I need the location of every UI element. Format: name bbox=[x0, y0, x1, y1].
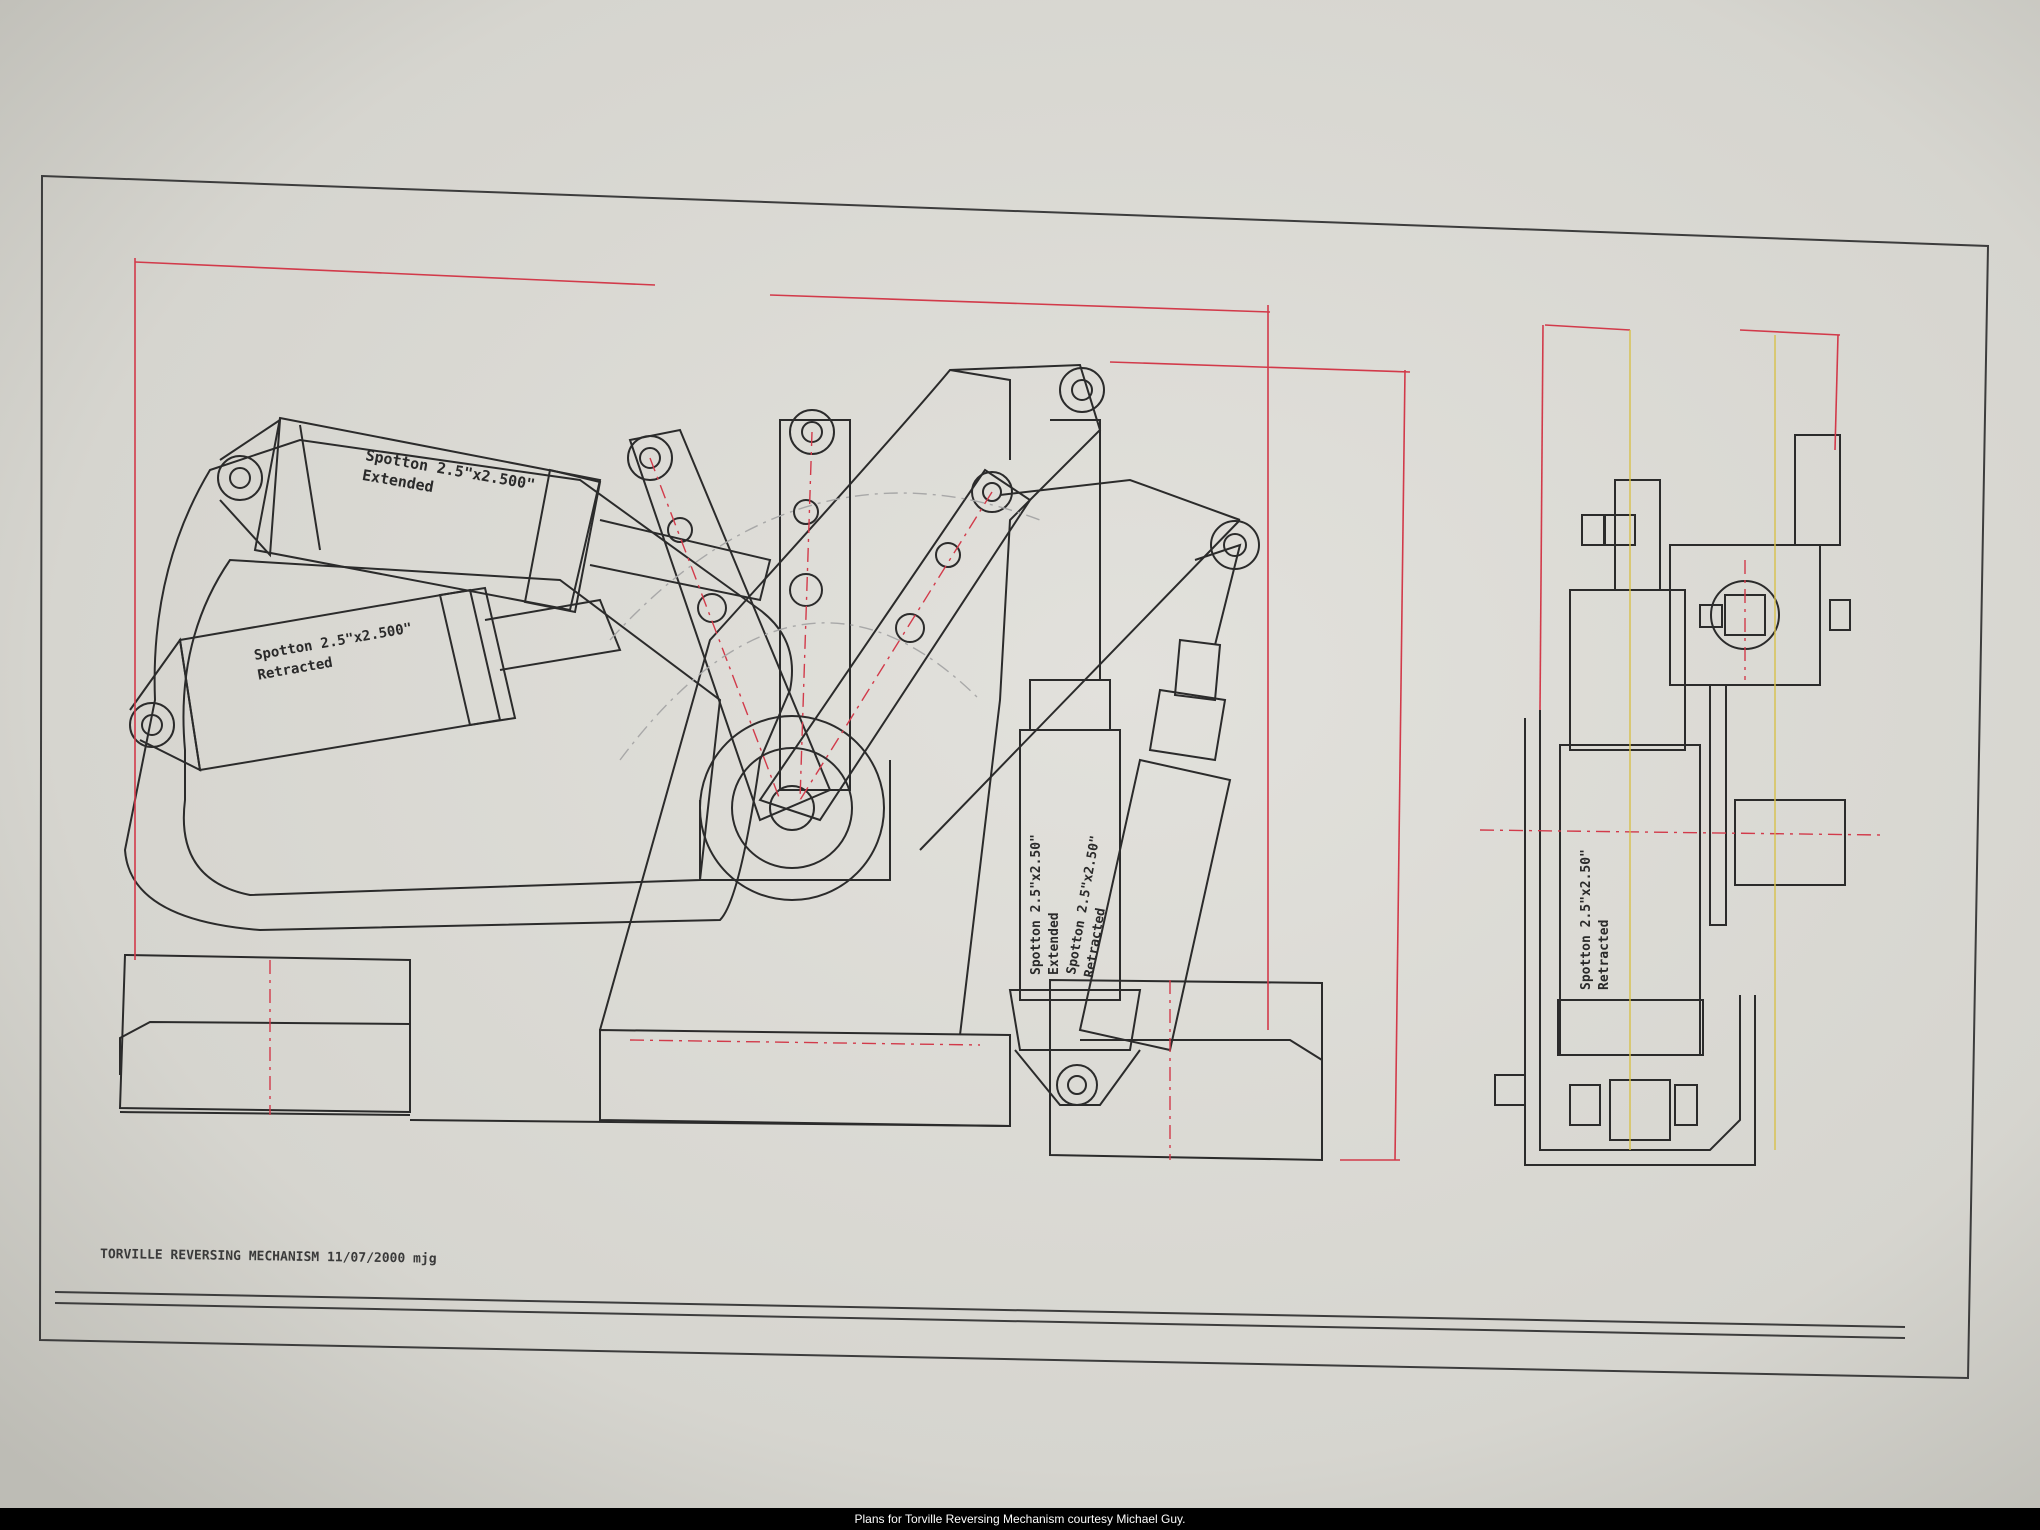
label-cylinder-right-ext-line1: Spotton 2.5"x2.50" bbox=[1029, 834, 1044, 975]
base-right-block bbox=[1049, 978, 1323, 1162]
dimension-lines bbox=[134, 258, 1841, 1161]
swing-arm-frame bbox=[123, 438, 793, 932]
label-cylinder-side-line1: Spotton 2.5"x2.50" bbox=[1579, 849, 1594, 990]
title-rule-1 bbox=[54, 1291, 1906, 1328]
cylinder-lower-retracted bbox=[129, 586, 622, 772]
cylinder-right-extended bbox=[1008, 419, 1142, 1106]
label-cylinder-side-line2: Retracted bbox=[1597, 920, 1612, 990]
cylinder-upper-extended bbox=[217, 416, 772, 614]
link-bar-right bbox=[758, 468, 1032, 822]
photo-caption: Plans for Torville Reversing Mechanism c… bbox=[854, 1512, 1186, 1526]
label-cylinder-right-ext-line2: Extended bbox=[1047, 912, 1062, 975]
drawing-border bbox=[38, 174, 1990, 1380]
title-block-text: TORVILLE REVERSING MECHANISM 11/07/2000 … bbox=[100, 1247, 437, 1267]
upright-bracket bbox=[599, 363, 1102, 1036]
base-center-plate bbox=[409, 1028, 1011, 1128]
link-bar-center bbox=[779, 419, 851, 791]
link-bar-left bbox=[628, 428, 832, 822]
yellow-center-lines bbox=[1629, 330, 1776, 1150]
center-lines bbox=[269, 431, 1881, 1160]
base-left-block bbox=[118, 953, 411, 1116]
title-rule-2 bbox=[54, 1302, 1906, 1339]
